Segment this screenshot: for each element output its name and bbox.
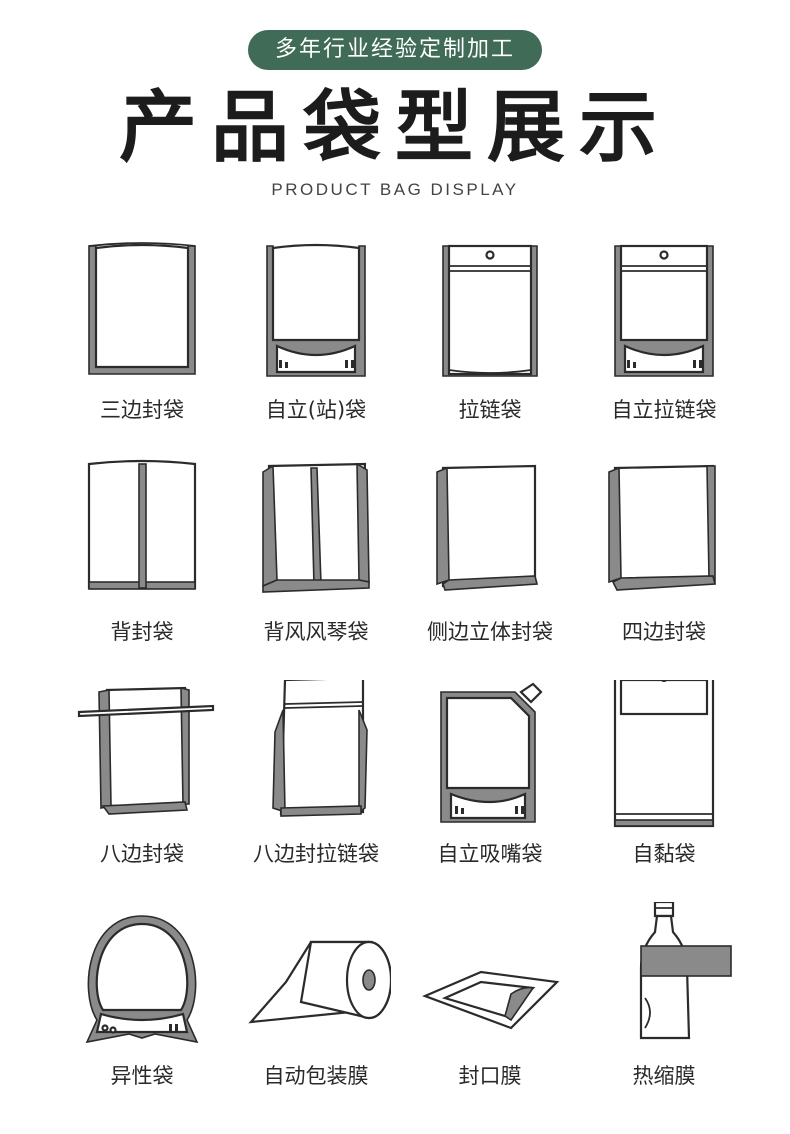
product-card: 热缩膜: [577, 902, 751, 1112]
side-gusset-bag-icon: [436, 464, 539, 591]
product-label: 四边封袋: [622, 620, 706, 644]
shaped-bag-icon: [85, 915, 199, 1044]
eight-side-zipper-bag-icon: [272, 680, 368, 817]
product-label: 自立(站)袋: [265, 398, 367, 422]
zipper-bag-icon: [442, 244, 538, 377]
header-badge: 多年行业经验定制加工: [248, 30, 542, 70]
product-row-1: 三边封袋 自立(站)袋 拉链袋: [55, 236, 751, 446]
product-label: 自动包装膜: [263, 1064, 369, 1088]
product-card: 背风风琴袋: [229, 458, 403, 668]
product-label: 八边封拉链袋: [253, 842, 379, 866]
product-card: 自立(站)袋: [229, 236, 403, 446]
product-card: 四边封袋: [577, 458, 751, 668]
product-row-4: 异性袋 自动包装膜 封口膜: [55, 902, 751, 1112]
product-card: 自立拉链袋: [577, 236, 751, 446]
product-card: 侧边立体封袋: [403, 458, 577, 668]
eight-side-seal-bag-icon: [77, 686, 215, 815]
product-label: 自立吸嘴袋: [437, 842, 543, 866]
three-side-seal-bag-icon: [88, 242, 196, 375]
product-label: 自立拉链袋: [611, 398, 717, 422]
film-roll-icon: [248, 940, 391, 1024]
product-card: 背封袋: [55, 458, 229, 668]
product-label: 八边封袋: [100, 842, 184, 866]
product-label: 封口膜: [458, 1064, 522, 1088]
back-seal-gusset-bag-icon: [262, 462, 370, 593]
product-label: 三边封袋: [100, 398, 184, 422]
four-side-seal-bag-icon: [608, 464, 717, 591]
product-card: 八边封袋: [55, 680, 229, 890]
product-label: 热缩膜: [632, 1064, 696, 1088]
product-card: 三边封袋: [55, 236, 229, 446]
product-card: 自立吸嘴袋: [403, 680, 577, 890]
stand-up-zipper-bag-icon: [614, 244, 714, 377]
product-label: 背风风琴袋: [263, 620, 369, 644]
product-row-2: 背封袋 背风风琴袋 侧边立体封袋: [55, 458, 751, 668]
product-card: 八边封拉链袋: [229, 680, 403, 890]
product-label: 异性袋: [110, 1064, 174, 1088]
page-subtitle: PRODUCT BAG DISPLAY: [271, 180, 519, 199]
self-adhesive-bag-icon: [613, 680, 715, 828]
shrink-film-bottle-icon: [639, 902, 732, 1040]
stand-up-bag-icon: [266, 243, 366, 377]
back-seal-bag-icon: [87, 459, 197, 590]
product-row-3: 八边封袋 八边封拉链袋 自立吸嘴袋: [55, 680, 751, 890]
product-card: 封口膜: [403, 902, 577, 1112]
product-card: 自动包装膜: [229, 902, 403, 1112]
product-label: 背封袋: [110, 620, 174, 644]
product-card: 自黏袋: [577, 680, 751, 890]
product-label: 侧边立体封袋: [427, 620, 553, 644]
sealing-film-icon: [422, 970, 560, 1030]
page-title: 产品袋型展示: [118, 83, 671, 173]
product-card: 异性袋: [55, 902, 229, 1112]
spout-pouch-icon: [440, 682, 543, 823]
product-label: 拉链袋: [458, 398, 522, 422]
product-label: 自黏袋: [632, 842, 696, 866]
product-card: 拉链袋: [403, 236, 577, 446]
